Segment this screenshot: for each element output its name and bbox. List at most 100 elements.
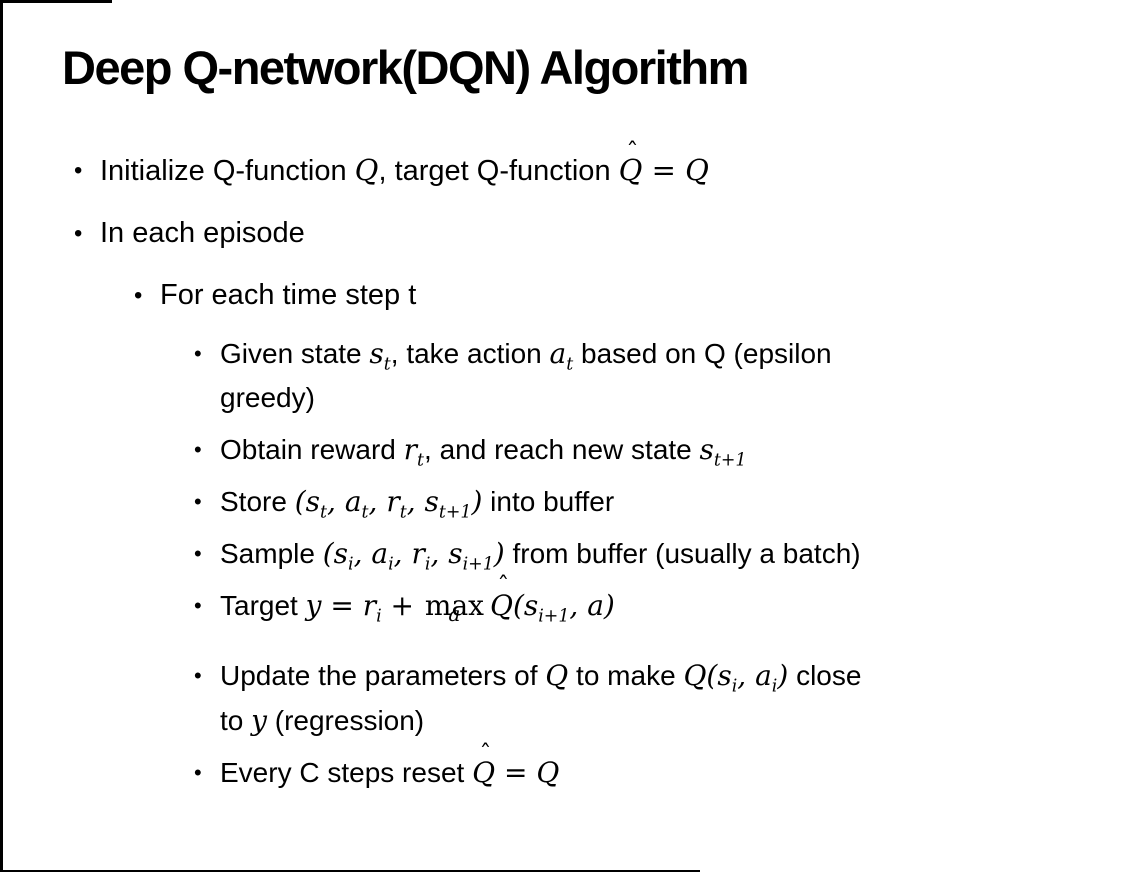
- bullet-text: In each episode: [100, 211, 1090, 257]
- bullet-marker: •: [194, 540, 202, 566]
- text-segment: (regression): [266, 705, 425, 737]
- math-segment: +: [381, 588, 423, 622]
- math-base: s: [699, 433, 714, 467]
- math-sub: i: [388, 554, 394, 575]
- bullet-marker: •: [134, 282, 143, 310]
- math-base: s: [333, 536, 349, 570]
- text-segment: Obtain reward: [220, 434, 404, 466]
- math-segment: =: [642, 153, 686, 187]
- math-sub: i: [731, 676, 738, 697]
- math-sub: t+1: [438, 502, 472, 523]
- bullet-text: Store (st, at, rt, st+1) into buffer: [220, 480, 1090, 525]
- math-segment: ,: [368, 484, 387, 518]
- bullet-text: Update the parameters of Q to make Q(si,…: [220, 654, 1090, 744]
- math-base: s: [448, 536, 463, 570]
- text-segment: , and reach new state: [424, 434, 700, 466]
- text-segment: to: [220, 705, 252, 737]
- math-sub: t: [399, 502, 407, 523]
- math-sub: t: [383, 354, 391, 375]
- math-segment: ,: [406, 484, 425, 518]
- bullet-item: •Store (st, at, rt, st+1) into buffer: [194, 480, 1090, 525]
- bullet-text: Obtain reward rt, and reach new state st…: [220, 428, 1090, 473]
- math-subscript-segment: si: [717, 659, 737, 695]
- math-subscript-segment: si+1: [524, 589, 570, 625]
- math-segment: (: [706, 659, 718, 693]
- math-base: r: [386, 484, 400, 518]
- math-sub: i: [376, 606, 382, 627]
- math-sub: t: [361, 502, 369, 523]
- text-segment: Initialize Q-function: [100, 155, 355, 187]
- math-base: a: [755, 659, 772, 693]
- slide-border-top: [0, 0, 112, 3]
- math-subscript-segment: st: [369, 336, 390, 373]
- math-subscript-segment: st+1: [699, 433, 747, 469]
- math-segment: a: [587, 588, 604, 622]
- bullet-item: • In each episode: [74, 211, 1090, 257]
- math-subscript-segment: rt: [386, 484, 406, 521]
- math-segment: (: [294, 484, 306, 518]
- text-segment: Every C steps reset: [220, 756, 473, 788]
- text-segment: close: [788, 660, 862, 692]
- math-base: s: [424, 484, 439, 518]
- bullet-item: • For each time step t: [134, 273, 1090, 319]
- math-segment: y: [251, 704, 267, 738]
- math-segment: ): [603, 588, 615, 622]
- math-subscript-segment: st: [306, 485, 327, 521]
- text-segment: For each time step t: [160, 279, 417, 312]
- text-segment: into buffer: [482, 485, 615, 517]
- math-segment: ,: [327, 484, 345, 518]
- text-segment: based on Q (epsilon: [573, 337, 832, 369]
- math-base: Q: [489, 588, 513, 622]
- math-segment: ): [777, 659, 789, 693]
- math-sub: i: [348, 554, 354, 575]
- math-segment: Q: [536, 755, 560, 789]
- text-segment: In each episode: [100, 216, 305, 249]
- bullet-item: •Obtain reward rt, and reach new state s…: [194, 428, 1090, 473]
- math-subscript-segment: at: [345, 485, 369, 521]
- math-subscript-segment: at: [550, 337, 574, 373]
- math-segment: Q: [354, 153, 379, 187]
- math-base: a: [371, 536, 389, 570]
- math-segment: Q: [685, 153, 709, 187]
- math-subscript-segment: ri: [363, 589, 382, 625]
- slide-border-left: [0, 0, 3, 872]
- math-subscript-segment: si+1: [448, 536, 494, 573]
- math-subscript-segment: ri: [411, 536, 430, 573]
- math-sub: t: [566, 354, 574, 375]
- text-segment: Target: [220, 589, 306, 621]
- math-segment: ,: [569, 588, 588, 622]
- slide-border-bottom: [0, 870, 700, 872]
- hat-accent: ˆ: [626, 136, 639, 166]
- bullet-text: Initialize Q-function Q, target Q-functi…: [100, 139, 1090, 195]
- hat-accent: ˆ: [497, 572, 510, 601]
- math-segment: y: [305, 588, 322, 622]
- math-base: s: [717, 659, 732, 693]
- text-segment: Given state: [220, 337, 370, 369]
- bullet-marker: •: [74, 219, 83, 247]
- math-segment: (: [512, 588, 524, 622]
- math-subscript-segment: ai: [755, 659, 777, 695]
- text-segment: Store: [220, 485, 295, 517]
- math-subscript-segment: st+1: [424, 484, 472, 521]
- bullet-item: •Sample (si, ai, ri, si+1) from buffer (…: [194, 532, 1090, 577]
- math-sub: t: [320, 502, 327, 523]
- math-base: Q: [618, 153, 643, 187]
- bullet-marker: •: [194, 592, 202, 618]
- bullet-item: •Update the parameters of Q to make Q(si…: [194, 654, 1090, 744]
- bullet-marker: •: [194, 340, 202, 366]
- math-base: Q: [472, 755, 496, 789]
- bullet-text: For each time step t: [160, 273, 1090, 319]
- math-segment: ): [471, 484, 483, 518]
- math-segment: ): [493, 536, 505, 570]
- math-base: s: [369, 336, 384, 370]
- bullet-marker: •: [194, 759, 202, 785]
- text-segment: , take action: [390, 337, 550, 369]
- bullet-list: • Initialize Q-function Q, target Q-funct…: [60, 139, 1090, 803]
- bullet-marker: •: [194, 488, 202, 514]
- math-base: r: [411, 536, 425, 570]
